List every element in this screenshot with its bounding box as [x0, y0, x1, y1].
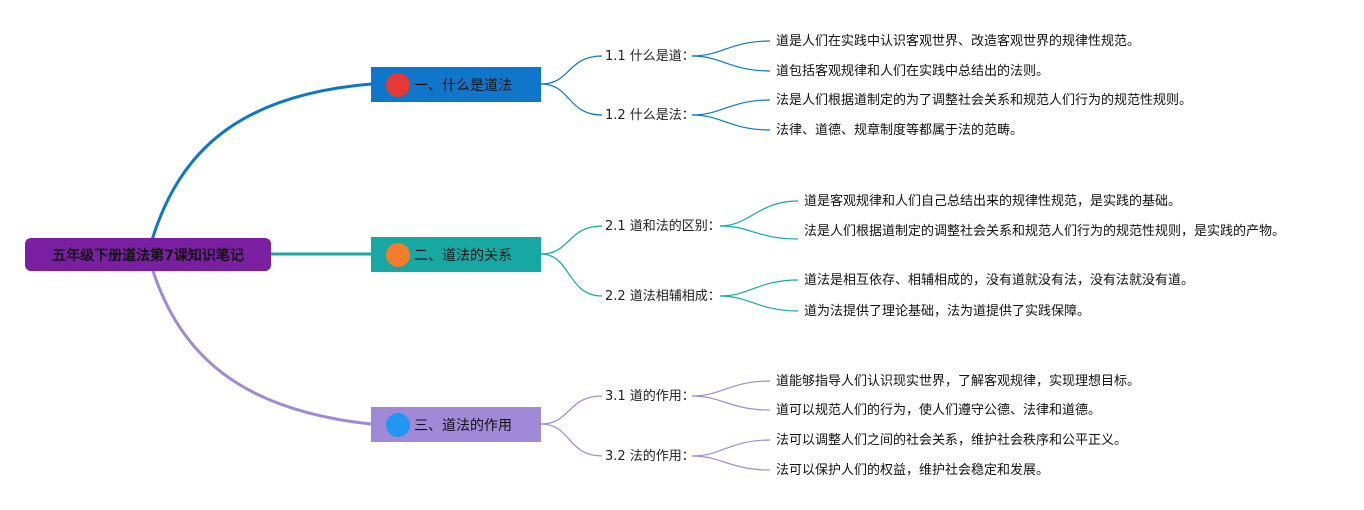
leaf-3-2-a[interactable]: 法可以调整人们之间的社会关系，维护社会秩序和公平正义。 [776, 433, 1128, 448]
number-1-icon: 1 [386, 72, 410, 97]
branch-daofa-relation[interactable]: 2 二、道法的关系 [371, 237, 541, 272]
sub-1-2-to-leaf-1-line [691, 99, 771, 116]
sub-topic-1-2[interactable]: 1.2 什么是法： [605, 108, 695, 123]
leaf-3-1-a[interactable]: 道能够指导人们认识现实世界，了解客观规律，实现理想目标。 [776, 374, 1141, 389]
sub-1-2-to-leaf-2-line [691, 114, 771, 131]
root-title: 五年级下册道法第7课知识笔记 [52, 247, 244, 264]
sub-2-2-to-leaf-2-line [719, 295, 799, 312]
leaf-2-1-b[interactable]: 法是人们根据道制定的调整社会关系和规范人们行为的规范性规则，是实践的产物。 [804, 224, 1286, 239]
sub-1-1-to-leaf-1-line [691, 40, 771, 57]
sub-2-2-to-leaf-1-line [719, 279, 799, 297]
sub-topic-1-1[interactable]: 1.1 什么是道： [605, 49, 695, 64]
number-2-icon: 2 [386, 242, 410, 267]
root-to-branch-3-line [150, 267, 372, 426]
branch-what-is-daofa[interactable]: 1 一、什么是道法 [371, 67, 541, 102]
sub-3-1-to-leaf-2-line [691, 395, 771, 411]
sub-topic-3-1[interactable]: 3.1 道的作用： [605, 389, 695, 404]
sub-3-2-to-leaf-1-line [691, 439, 771, 457]
sub-topic-2-2[interactable]: 2.2 道法相辅相成： [605, 289, 721, 304]
sub-1-1-to-leaf-2-line [691, 55, 771, 72]
branch-label: 一、什么是道法 [414, 77, 512, 94]
leaf-2-2-a[interactable]: 道法是相互依存、相辅相成的，没有道就没有法，没有法就没有道。 [804, 273, 1195, 288]
branch-label: 二、道法的关系 [414, 247, 512, 264]
leaf-1-2-a[interactable]: 法是人们根据道制定的为了调整社会关系和规范人们行为的规范性规则。 [776, 93, 1193, 108]
branch-3-to-sub-2-line [540, 423, 603, 457]
leaf-1-1-b[interactable]: 道包括客观规律和人们在实践中总结出的法则。 [776, 64, 1050, 79]
sub-2-1-to-leaf-1-line [719, 200, 799, 227]
sub-2-1-to-leaf-2-line [719, 225, 799, 240]
sub-3-2-to-leaf-2-line [691, 455, 771, 471]
leaf-2-2-b[interactable]: 道为法提供了理论基础，法为道提供了实践保障。 [804, 304, 1091, 319]
sub-topic-3-2[interactable]: 3.2 法的作用： [605, 449, 695, 464]
branch-1-to-sub-1-line [540, 55, 603, 85]
leaf-1-2-b[interactable]: 法律、道德、规章制度等都属于法的范畴。 [776, 123, 1024, 138]
branch-1-to-sub-2-line [540, 83, 603, 116]
leaf-1-1-a[interactable]: 道是人们在实践中认识客观世界、改造客观世界的规律性规范。 [776, 34, 1141, 49]
branch-3-to-sub-1-line [540, 395, 603, 425]
branch-daofa-function[interactable]: 3 三、道法的作用 [371, 407, 541, 442]
sub-3-1-to-leaf-1-line [691, 380, 771, 397]
leaf-3-2-b[interactable]: 法可以保护人们的权益，维护社会稳定和发展。 [776, 463, 1050, 478]
root-to-branch-1-line [150, 82, 372, 241]
branch-label: 三、道法的作用 [414, 417, 512, 434]
leaf-2-1-a[interactable]: 道是客观规律和人们自己总结出来的规律性规范，是实践的基础。 [804, 194, 1182, 209]
sub-topic-2-1[interactable]: 2.1 道和法的区别： [605, 219, 721, 234]
branch-2-to-sub-2-line [540, 253, 603, 297]
root-node[interactable]: 五年级下册道法第7课知识笔记 [25, 238, 271, 271]
number-3-icon: 3 [386, 412, 410, 437]
branch-2-to-sub-1-line [540, 225, 603, 255]
leaf-3-1-b[interactable]: 道可以规范人们的行为，使人们遵守公德、法律和道德。 [776, 403, 1102, 418]
